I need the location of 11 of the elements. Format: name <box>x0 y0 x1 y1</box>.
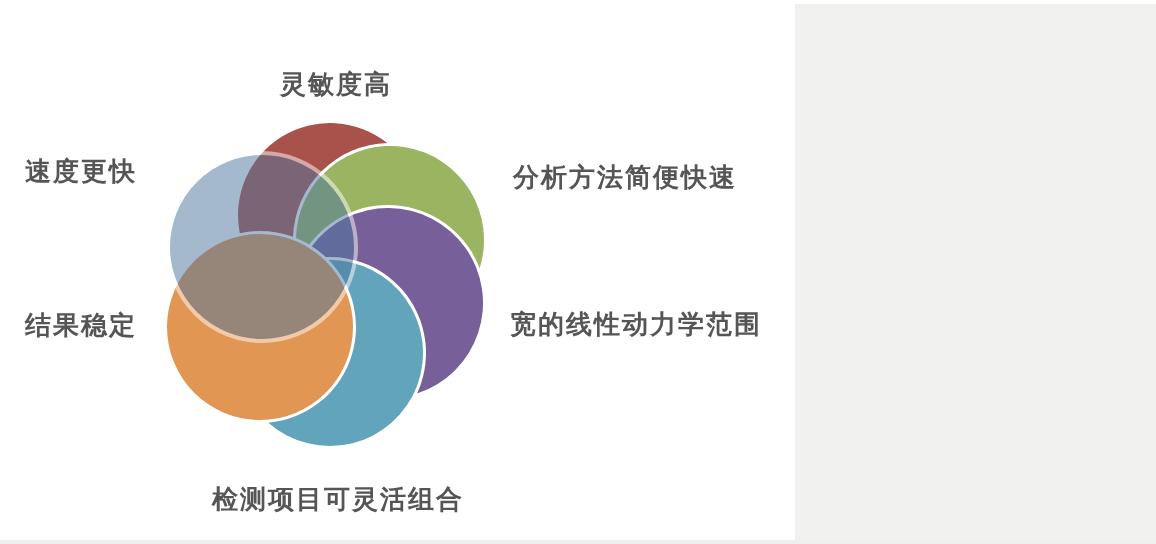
benefit-label: 灵敏度高 <box>280 69 392 99</box>
benefit-label: 检测项目可灵活组合 <box>212 484 464 514</box>
petal-shape <box>268 260 423 446</box>
benefit-label: 宽的线性动力学范围 <box>510 309 762 339</box>
petal-shape <box>296 146 484 269</box>
benefit-label: 速度更快 <box>25 156 137 186</box>
benefit-label: 分析方法简便快速 <box>513 162 737 192</box>
petal-shape <box>311 208 483 394</box>
petal-shape <box>167 234 353 420</box>
petal-shape <box>238 123 388 237</box>
benefit-label: 结果稳定 <box>25 310 137 340</box>
